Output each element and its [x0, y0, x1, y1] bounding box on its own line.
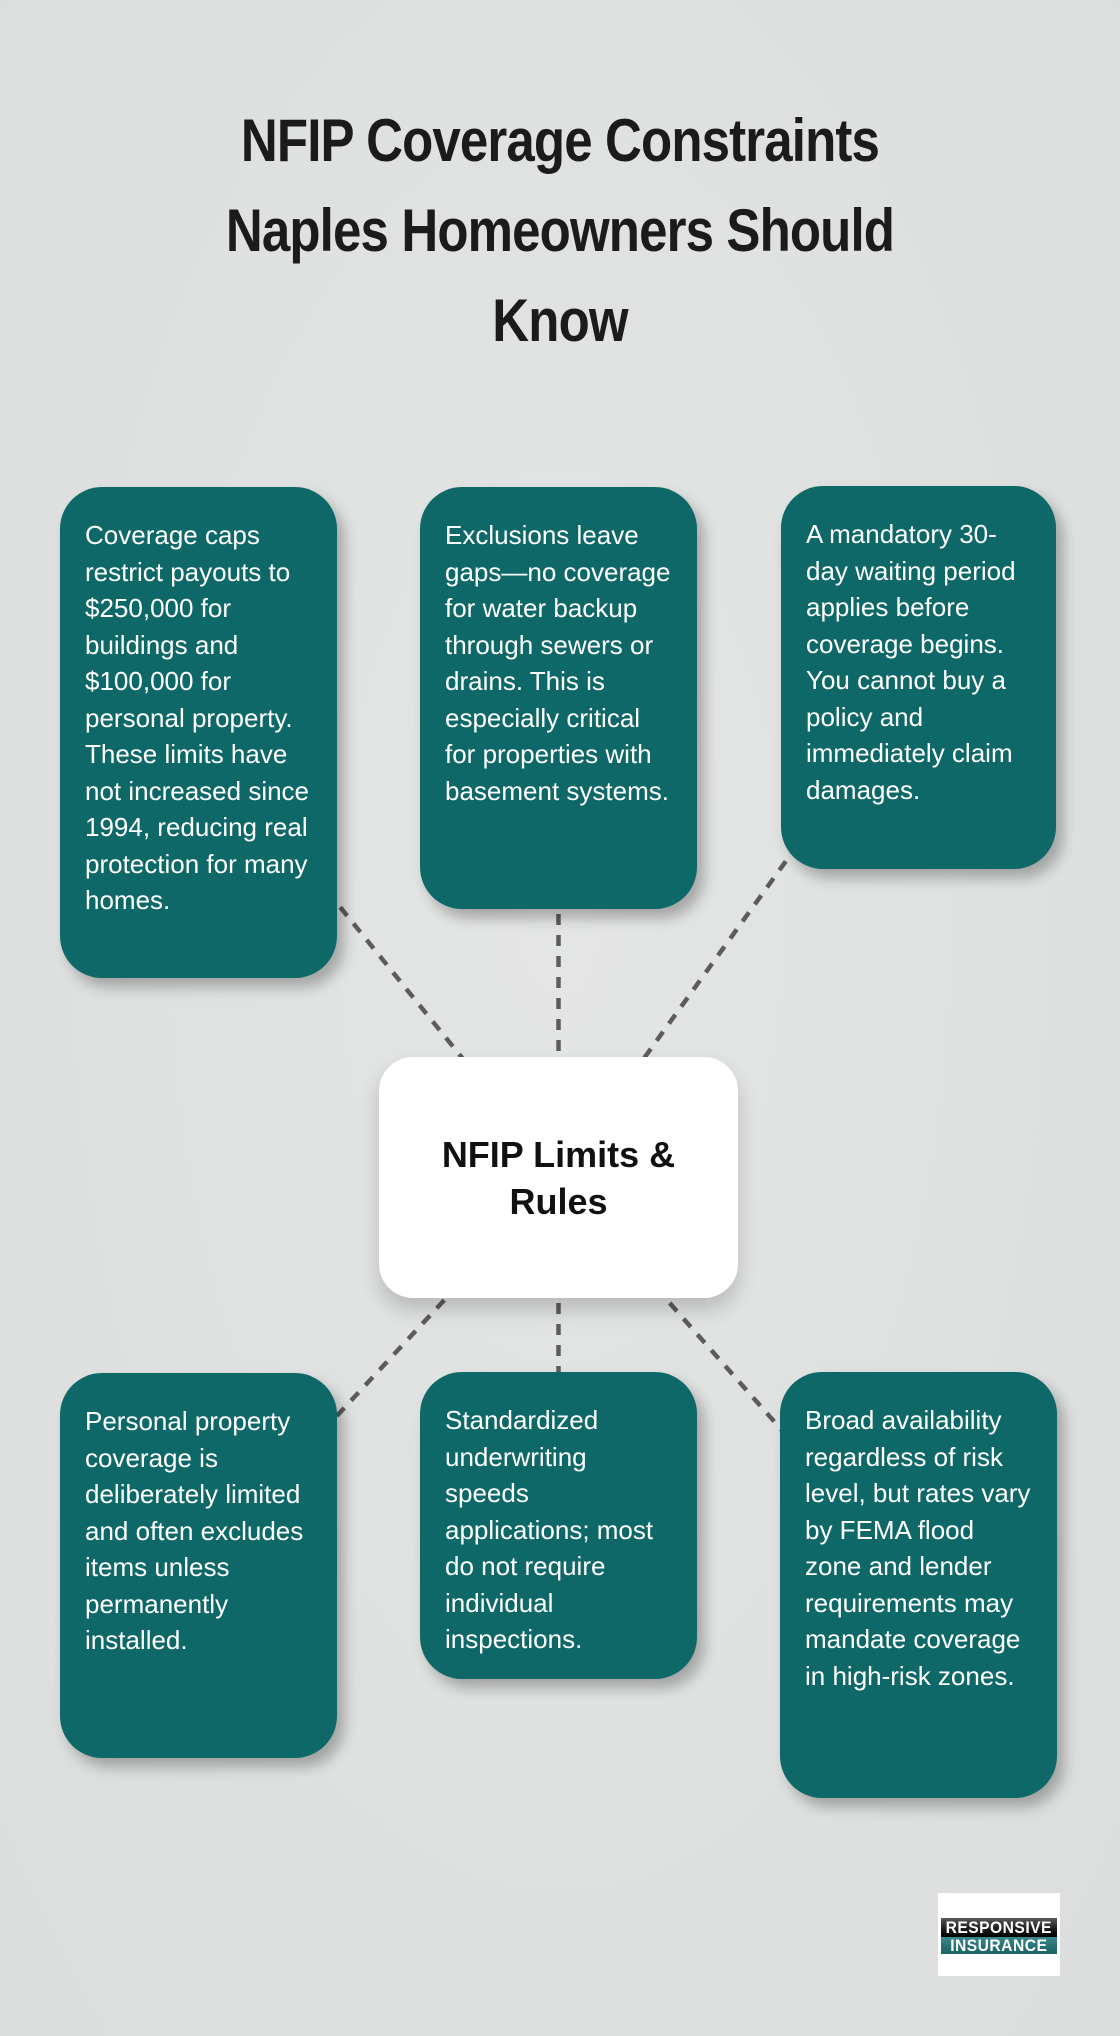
info-card-underwriting: Standardized underwriting speeds applica…: [420, 1372, 697, 1679]
logo-line-insurance: INSURANCE: [941, 1935, 1057, 1955]
responsive-insurance-logo: RESPONSIVE INSURANCE: [938, 1893, 1060, 1976]
info-card-text: Standardized underwriting speeds applica…: [445, 1405, 654, 1654]
info-card-availability: Broad availability regardless of risk le…: [780, 1372, 1057, 1798]
info-card-text: Personal property coverage is deliberate…: [85, 1406, 304, 1655]
logo-bars: RESPONSIVE INSURANCE: [941, 1918, 1057, 1955]
page-title-line: Know: [492, 287, 628, 354]
central-node: NFIP Limits & Rules: [379, 1057, 738, 1298]
page-title: NFIP Coverage Constraints Naples Homeown…: [84, 96, 1036, 366]
info-card-personal-property: Personal property coverage is deliberate…: [60, 1373, 337, 1758]
info-card-text: Broad availability regardless of risk le…: [805, 1405, 1031, 1691]
logo-text-responsive: RESPONSIVE: [945, 1917, 1053, 1937]
central-node-label: NFIP Limits & Rules: [441, 1133, 676, 1222]
page-title-line: NFIP Coverage Constraints: [240, 107, 880, 174]
info-card-text: Coverage caps restrict payouts to $250,0…: [85, 520, 310, 915]
logo-line-responsive: RESPONSIVE: [941, 1918, 1057, 1937]
logo-text-insurance: INSURANCE: [950, 1935, 1048, 1955]
info-card-text: A mandatory 30-day waiting period applie…: [806, 519, 1016, 805]
info-card-waiting-period: A mandatory 30-day waiting period applie…: [781, 486, 1056, 869]
info-card-text: Exclusions leave gaps—no coverage for wa…: [445, 520, 671, 806]
info-card-coverage-caps: Coverage caps restrict payouts to $250,0…: [60, 487, 337, 978]
page-title-line: Naples Homeowners Should: [225, 197, 895, 264]
info-card-exclusions: Exclusions leave gaps—no coverage for wa…: [420, 487, 697, 909]
